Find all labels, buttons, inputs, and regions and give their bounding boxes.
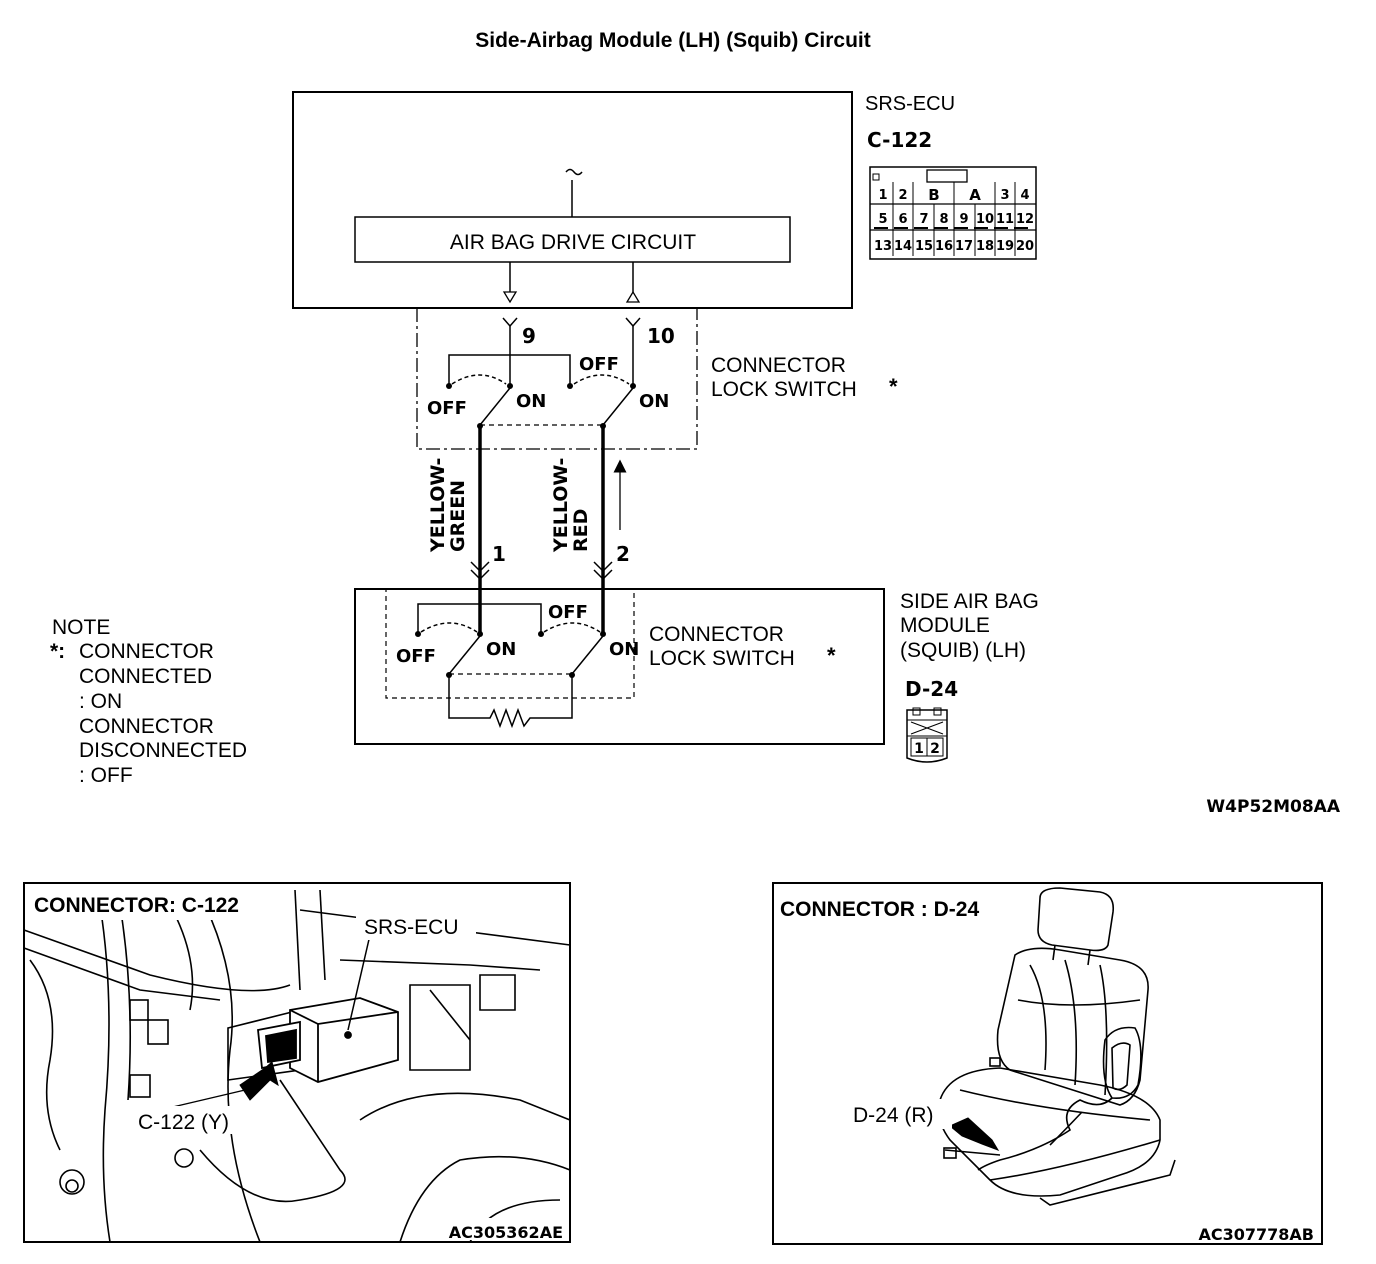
module-switch-contacts [417, 603, 604, 729]
drive-circuit-box [354, 216, 791, 263]
d24-pin: 2 [930, 741, 940, 757]
d24-pointer-arrow-icon [949, 1117, 1000, 1151]
module-name-3: (SQUIB) (LH) [900, 639, 1026, 662]
output-down-triangle-icon [502, 291, 518, 304]
module-switch-enclosure [385, 588, 635, 699]
panel-right-title: CONNECTOR : D-24 [780, 898, 979, 921]
c122-pointer-arrow-icon [239, 1061, 279, 1101]
ecu-connector-id: C-122 [867, 128, 932, 152]
panel-d24: CONNECTOR : D-24 D-24 (R) AC307778AB [772, 882, 1323, 1245]
ecu-unit-illustration [257, 997, 399, 1083]
ecu-switch-on1: ON [516, 391, 546, 412]
note-heading: NOTE [52, 616, 110, 639]
note-line: CONNECTOR [79, 715, 214, 738]
c122-pin: 19 [996, 239, 1014, 254]
module-switch-nodes [415, 631, 606, 678]
ecu-switch-label-2: LOCK SWITCH [711, 378, 857, 401]
c122-pin: 2 [898, 188, 907, 203]
power-symbol-icon [565, 168, 583, 176]
c122-pin: 14 [894, 239, 912, 254]
d24-pin: 1 [914, 741, 924, 757]
output-up-triangle-icon [625, 290, 641, 303]
c122-pin: 13 [874, 239, 892, 254]
svg-text:GREEN: GREEN [447, 480, 469, 552]
note-line: DISCONNECTED [79, 739, 247, 762]
ecu-switch-label-1: CONNECTOR [711, 354, 846, 377]
c122-pin: 7 [919, 212, 928, 227]
c122-pin: 3 [1000, 188, 1009, 203]
module-switch-off1: OFF [396, 646, 436, 667]
c122-pin: 10 [976, 212, 994, 227]
c122-pin: B [928, 186, 939, 204]
terminal-9-label: 9 [522, 324, 536, 348]
panel-left-code: AC305362AE [449, 1223, 563, 1242]
ecu-box [292, 91, 853, 309]
wire-1-connector-icon [470, 561, 490, 581]
terminal-10-label: 10 [647, 324, 675, 348]
module-switch-label-2: LOCK SWITCH [649, 647, 795, 670]
c122-pin: 20 [1016, 239, 1034, 254]
note-line: : OFF [79, 764, 133, 787]
ecu-name: SRS-ECU [865, 93, 955, 115]
c122-pin: 4 [1020, 188, 1029, 203]
module-switch-label-1: CONNECTOR [649, 623, 784, 646]
panel-left-title: CONNECTOR: C-122 [34, 894, 239, 917]
module-name-2: MODULE [900, 614, 990, 637]
c122-pin: 12 [1016, 212, 1034, 227]
panel-left-connector-label: C-122 (Y) [138, 1111, 229, 1134]
ecu-switch-off1: OFF [427, 398, 467, 419]
terminal-9-symbol-icon [502, 317, 518, 328]
wire-2-terminal: 2 [616, 542, 630, 566]
ecu-switch-on2: ON [639, 391, 669, 412]
c122-pin: 5 [878, 212, 887, 227]
c122-pin: 1 [878, 188, 887, 203]
note-star: *: [50, 640, 65, 663]
module-switch-on2: ON [609, 639, 639, 660]
c122-pin: 18 [976, 239, 994, 254]
page-title: Side-Airbag Module (LH) (Squib) Circuit [475, 29, 870, 52]
svg-text:YELLOW-: YELLOW- [550, 458, 572, 553]
panel-right-connector-label: D-24 (R) [853, 1104, 934, 1127]
terminal-10-symbol-icon [625, 317, 641, 328]
c122-pin: 16 [935, 239, 953, 254]
note-line: CONNECTOR [79, 640, 214, 663]
wire-1-terminal: 1 [492, 542, 506, 566]
c122-pin: 11 [996, 212, 1014, 227]
ecu-switch-off2: OFF [579, 354, 619, 375]
c122-pin: 8 [939, 212, 948, 227]
module-switch-star: * [827, 643, 836, 668]
ecu-switch-star: * [889, 374, 898, 399]
svg-text:RED: RED [570, 509, 592, 552]
c122-connector-face: 1 2 B A 3 4 5 6 7 8 9 10 11 12 13 14 15 … [869, 166, 1037, 260]
c122-pin: 6 [898, 212, 907, 227]
seat-illustration [937, 887, 1176, 1206]
drive-circuit-label: AIR BAG DRIVE CIRCUIT [450, 231, 696, 254]
note-block: NOTE *: CONNECTOR CONNECTED : ON CONNECT… [50, 616, 247, 787]
module-connector-id: D-24 [905, 677, 958, 701]
panel-c122: CONNECTOR: C-122 SRS-ECU C-122 (Y) AC305… [23, 882, 571, 1243]
ecu-switch-contacts [448, 326, 634, 426]
note-line: : ON [79, 690, 122, 713]
d24-connector-face: 1 2 [906, 707, 948, 763]
diagram-code: W4P52M08AA [1206, 797, 1340, 817]
dashboard-illustration [23, 889, 571, 1243]
module-switch-off2: OFF [548, 602, 588, 623]
wire-2-color: YELLOW- RED [550, 458, 592, 553]
module-name-1: SIDE AIR BAG [900, 590, 1039, 613]
module-box [354, 588, 885, 745]
module-switch-on1: ON [486, 639, 516, 660]
c122-pin: A [969, 186, 981, 204]
c122-pin: 9 [959, 212, 968, 227]
wire-1-color: YELLOW- GREEN [427, 458, 469, 553]
note-line: CONNECTED [79, 665, 212, 688]
panel-left-ecu-label: SRS-ECU [364, 916, 459, 939]
wire-2-connector-icon [593, 561, 613, 581]
c122-pin: 17 [955, 239, 973, 254]
ecu-switch-enclosure [416, 308, 698, 450]
svg-text:YELLOW-: YELLOW- [427, 458, 449, 553]
c122-pin: 15 [915, 239, 933, 254]
panel-right-code: AC307778AB [1199, 1225, 1315, 1244]
